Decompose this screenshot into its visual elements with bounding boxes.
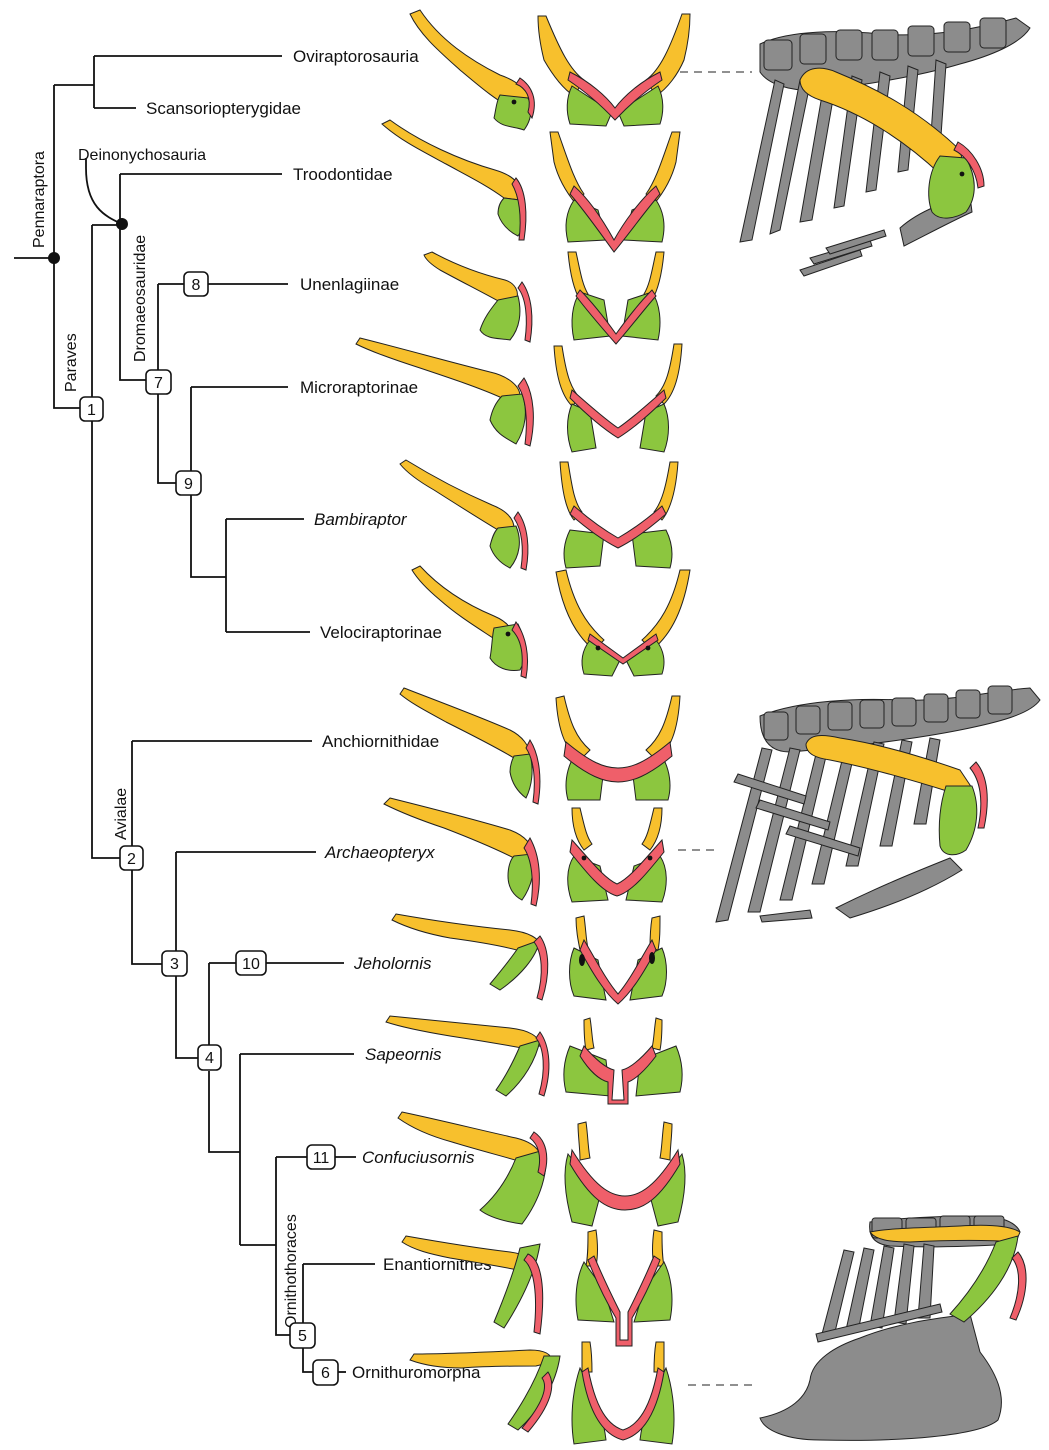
anterior-girdle-jeholornis — [570, 916, 667, 1004]
taxon-label-scansoriopterygidae: Scansoriopterygidae — [146, 99, 301, 118]
node-6-label: 6 — [321, 1365, 330, 1382]
anterior-girdle-velociraptorinae — [556, 570, 690, 676]
anterior-girdle-confuciusornis — [565, 1122, 685, 1226]
anterior-girdle-oviraptorosauria — [538, 14, 690, 126]
node-5-label: 5 — [298, 1328, 307, 1345]
anterior-girdle-unenlagiinae — [568, 252, 664, 344]
skeleton-archaeopteryx — [716, 686, 1040, 922]
node-2-label: 2 — [127, 851, 136, 868]
node-10: 10 — [236, 951, 266, 975]
node-9: 9 — [176, 471, 201, 495]
taxon-label-bambiraptor: Bambiraptor — [314, 510, 408, 529]
clade-label-avialae: Avialae — [113, 788, 130, 840]
node-1: 1 — [80, 397, 103, 421]
taxon-label-velociraptorinae: Velociraptorinae — [320, 623, 442, 642]
skeleton-ornithuromorph — [760, 1216, 1026, 1440]
clade-label-dromaeosauridae: Dromaeosauridae — [132, 235, 149, 362]
node-8: 8 — [184, 272, 208, 296]
lateral-girdle-enantiornithes — [402, 1236, 543, 1334]
taxon-label-confuciusornis: Confuciusornis — [362, 1148, 475, 1167]
node-11-label: 11 — [313, 1150, 330, 1167]
node-6: 6 — [313, 1360, 338, 1385]
node-1-label: 1 — [87, 402, 96, 419]
node-7: 7 — [146, 370, 171, 394]
node-10-label: 10 — [242, 956, 260, 973]
node-3-label: 3 — [170, 956, 179, 973]
lateral-girdle-velociraptorinae — [412, 566, 528, 678]
lateral-girdle-confuciusornis — [398, 1112, 547, 1224]
clade-label-ornithothoraces: Ornithothoraces — [283, 1214, 300, 1328]
taxon-label-jeholornis: Jeholornis — [353, 954, 432, 973]
lateral-girdle-ornithuromorpha — [410, 1350, 560, 1432]
taxon-label-anchiornithidae: Anchiornithidae — [322, 732, 439, 751]
node-11: 11 — [307, 1145, 335, 1169]
anterior-girdle-anchiornithidae — [556, 696, 680, 800]
node-4: 4 — [198, 1045, 221, 1070]
anterior-girdle-troodontidae — [550, 132, 680, 252]
anterior-girdle-ornithuromorpha — [572, 1342, 674, 1444]
node-8-label: 8 — [192, 277, 201, 294]
node-5: 5 — [290, 1323, 315, 1348]
node-3: 3 — [162, 951, 187, 976]
node-2: 2 — [120, 846, 143, 870]
tree-branches — [14, 56, 375, 1372]
pennaraptora-node-dot — [48, 252, 60, 264]
anterior-girdle-sapeornis — [564, 1018, 682, 1104]
anterior-girdle-bambiraptor — [560, 462, 678, 568]
lateral-girdle-troodontidae — [382, 120, 526, 240]
lateral-girdle-oviraptorosauria — [410, 10, 534, 130]
clade-label-paraves: Paraves — [63, 333, 80, 392]
skeleton-oviraptorosaur — [740, 18, 1030, 276]
clade-label-deinonychosauria: Deinonychosauria — [78, 147, 206, 164]
anterior-girdle-archaeopteryx — [568, 808, 667, 902]
taxon-label-archaeopteryx: Archaeopteryx — [324, 843, 435, 862]
taxon-label-microraptorinae: Microraptorinae — [300, 378, 418, 397]
taxon-label-sapeornis: Sapeornis — [365, 1045, 442, 1064]
taxon-label-oviraptorosauria: Oviraptorosauria — [293, 47, 419, 66]
anterior-girdle-microraptorinae — [554, 344, 682, 452]
taxon-label-unenlagiinae: Unenlagiinae — [300, 275, 399, 294]
clade-label-pennaraptora: Pennaraptora — [31, 151, 48, 248]
lateral-girdle-unenlagiinae — [424, 252, 532, 342]
node-4-label: 4 — [205, 1050, 214, 1067]
node-7-label: 7 — [154, 375, 163, 392]
deinonychosauria-node-dot — [116, 218, 128, 230]
anterior-girdle-enantiornithes — [576, 1230, 672, 1346]
lateral-girdle-bambiraptor — [400, 460, 528, 570]
node-9-label: 9 — [184, 476, 193, 493]
taxon-label-troodontidae: Troodontidae — [293, 165, 393, 184]
